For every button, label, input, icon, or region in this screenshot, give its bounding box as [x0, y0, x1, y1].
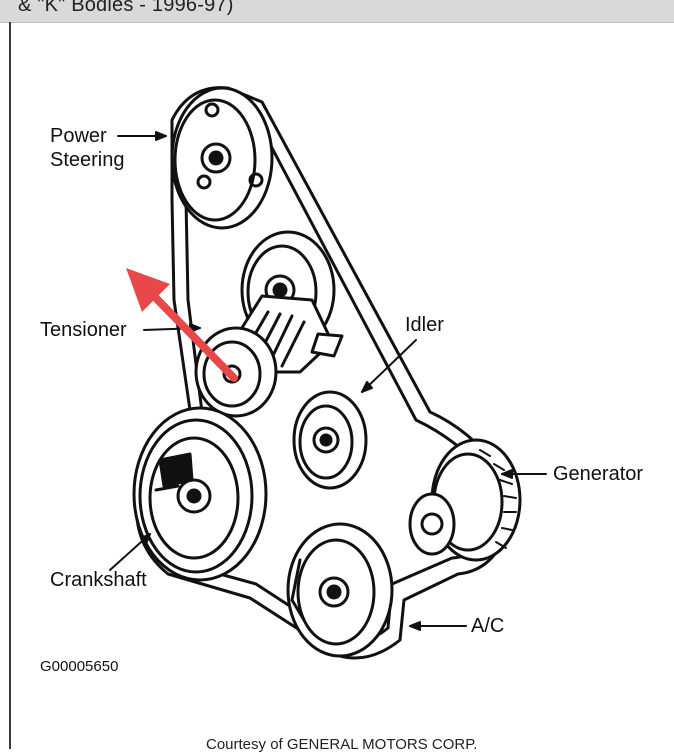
label-power-steering-line2: Steering	[50, 149, 125, 171]
crankshaft-pulley	[132, 406, 268, 582]
label-tensioner: Tensioner	[40, 319, 127, 341]
ac-compressor-pulley	[286, 522, 394, 658]
frame-border	[9, 22, 11, 749]
idler-pulley	[292, 390, 368, 490]
annotation-arrow	[126, 268, 238, 382]
generator-pulley	[408, 438, 522, 562]
drive-belt-outer	[135, 86, 512, 660]
label-idler: Idler	[405, 314, 444, 336]
header-bar: & "K" Bodies - 1996-97)	[0, 0, 674, 23]
header-title: & "K" Bodies - 1996-97)	[18, 0, 234, 16]
power-steering-pulley	[170, 86, 274, 230]
tensioner-assembly	[194, 230, 344, 418]
label-crankshaft: Crankshaft	[50, 569, 147, 591]
leader-lines	[109, 131, 547, 631]
figure-id: G00005650	[40, 658, 119, 675]
label-power-steering-line1: Power	[50, 125, 107, 147]
label-ac: A/C	[471, 615, 505, 637]
credit-line: Courtesy of GENERAL MOTORS CORP.	[206, 736, 478, 753]
label-generator: Generator	[553, 463, 644, 485]
